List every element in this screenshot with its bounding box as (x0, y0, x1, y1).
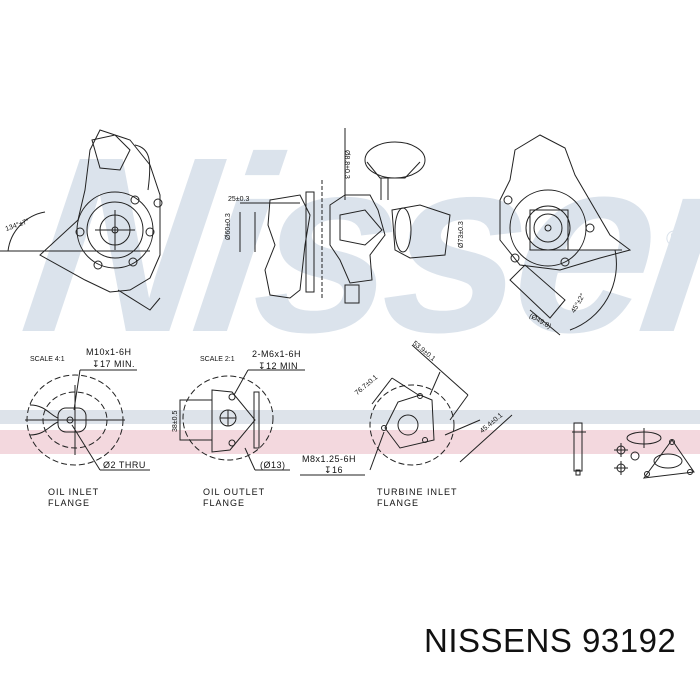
turbine-inlet-depth: ↧16 (324, 465, 344, 475)
dim-outlet-label: Ø73±0.3 (458, 221, 465, 248)
turbine-inlet-thread: M8x1.25-6H (302, 454, 357, 464)
turbine-inlet-caption: TURBINE INLET FLANGE (377, 487, 458, 508)
oil-inlet-depth: ↧17 MIN. (92, 359, 136, 369)
oil-inlet-detail (25, 369, 150, 471)
turbine-side-view (499, 134, 632, 336)
oil-outlet-detail (179, 369, 365, 476)
oil-inlet-scale: SCALE 4:1 (30, 356, 65, 363)
product-title: NISSENS 93192 (424, 622, 677, 659)
dim-actuator-label: Ø8.8±0.3 (343, 150, 350, 179)
oil-outlet-dim-side: 38±0.5 (172, 410, 179, 432)
oil-outlet-caption: OIL OUTLET FLANGE (203, 487, 266, 508)
oil-outlet-scale: SCALE 2:1 (200, 356, 235, 363)
turbine-inlet-detail (369, 344, 513, 471)
oil-inlet-thread: M10x1-6H (86, 347, 132, 357)
dim-top-label: 25±0.3 (228, 196, 250, 203)
oil-outlet-depth: ↧12 MIN (258, 361, 299, 371)
oil-outlet-thread: 2-M6x1-6H (252, 349, 302, 359)
accessories-drawing (572, 422, 695, 479)
compressor-side-view (0, 129, 163, 311)
registered-mark-icon: ® (666, 226, 683, 251)
oil-inlet-caption: OIL INLET FLANGE (48, 487, 100, 508)
dim-left-label: Ø60±0.3 (225, 213, 232, 240)
watermark-band-grey (0, 410, 700, 424)
oil-inlet-hole: Ø2 THRU (103, 460, 146, 470)
front-view (239, 128, 451, 304)
oil-outlet-hole: (Ø13) (260, 460, 286, 470)
